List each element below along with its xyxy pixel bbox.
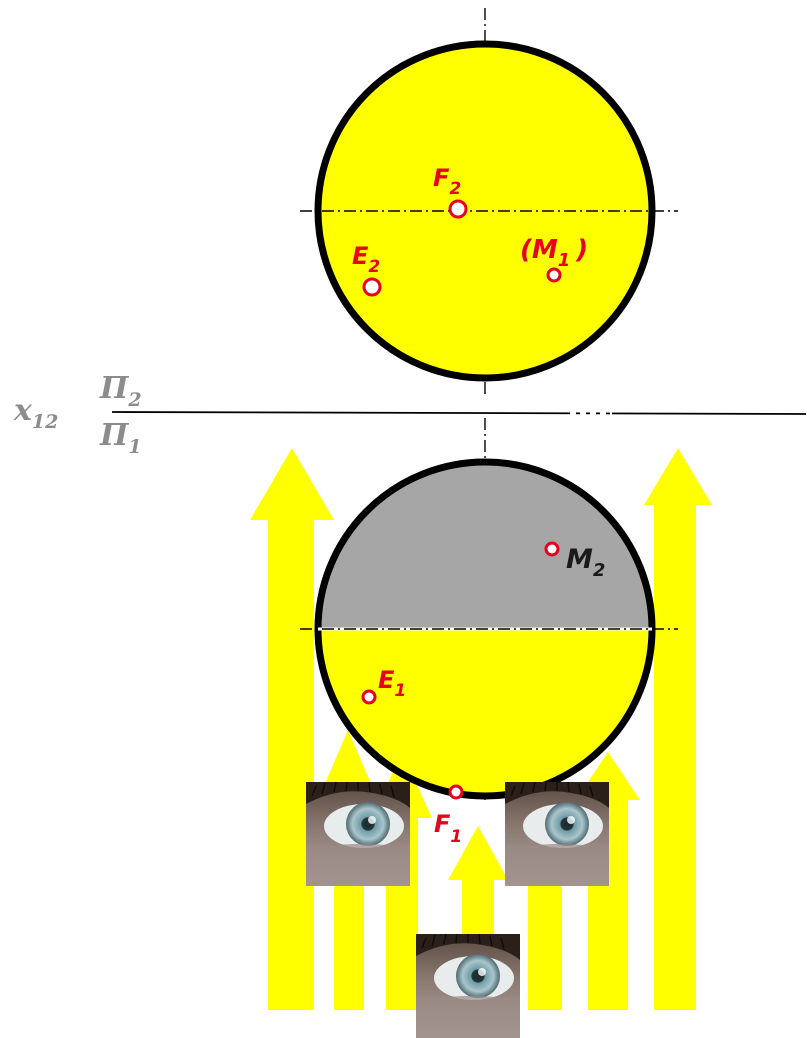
point-E1-label: E1 — [378, 666, 406, 701]
point-E1: E1 — [361, 666, 406, 705]
point-M1-label: (M1) — [520, 235, 588, 271]
point-marker — [362, 277, 382, 297]
x12-axis-line — [111, 411, 807, 415]
point-E2-label: E2 — [352, 242, 380, 277]
up-arrow-icon — [644, 448, 712, 1010]
eye-photo-icon — [305, 781, 411, 887]
point-F2-label: F2 — [433, 164, 461, 199]
lower-sphere-shadow — [318, 462, 652, 629]
pi2-label: Π2 — [99, 371, 142, 411]
point-F2: F2 — [433, 164, 468, 219]
upper-projection — [300, 8, 678, 395]
point-marker — [361, 689, 377, 705]
point-marker — [546, 267, 562, 283]
x12-axis-label: x12 — [13, 393, 58, 433]
point-E2: E2 — [352, 242, 382, 297]
eye-photo-icon — [504, 781, 610, 887]
point-F1-label: F1 — [434, 810, 462, 847]
point-marker — [544, 541, 560, 557]
point-M2-label: M2 — [566, 544, 605, 581]
up-arrow-icon — [250, 448, 334, 1010]
projection-axis: x12 Π2 Π1 — [13, 371, 807, 458]
point-M2: M2 — [544, 541, 605, 581]
point-marker — [448, 199, 468, 219]
point-marker — [448, 784, 464, 800]
pi1-label: Π1 — [99, 418, 142, 458]
point-M1-hidden: (M1) — [520, 235, 588, 283]
point-F1: F1 — [434, 784, 464, 847]
lower-projection — [300, 418, 678, 800]
eye-photo-icon — [415, 933, 521, 1038]
